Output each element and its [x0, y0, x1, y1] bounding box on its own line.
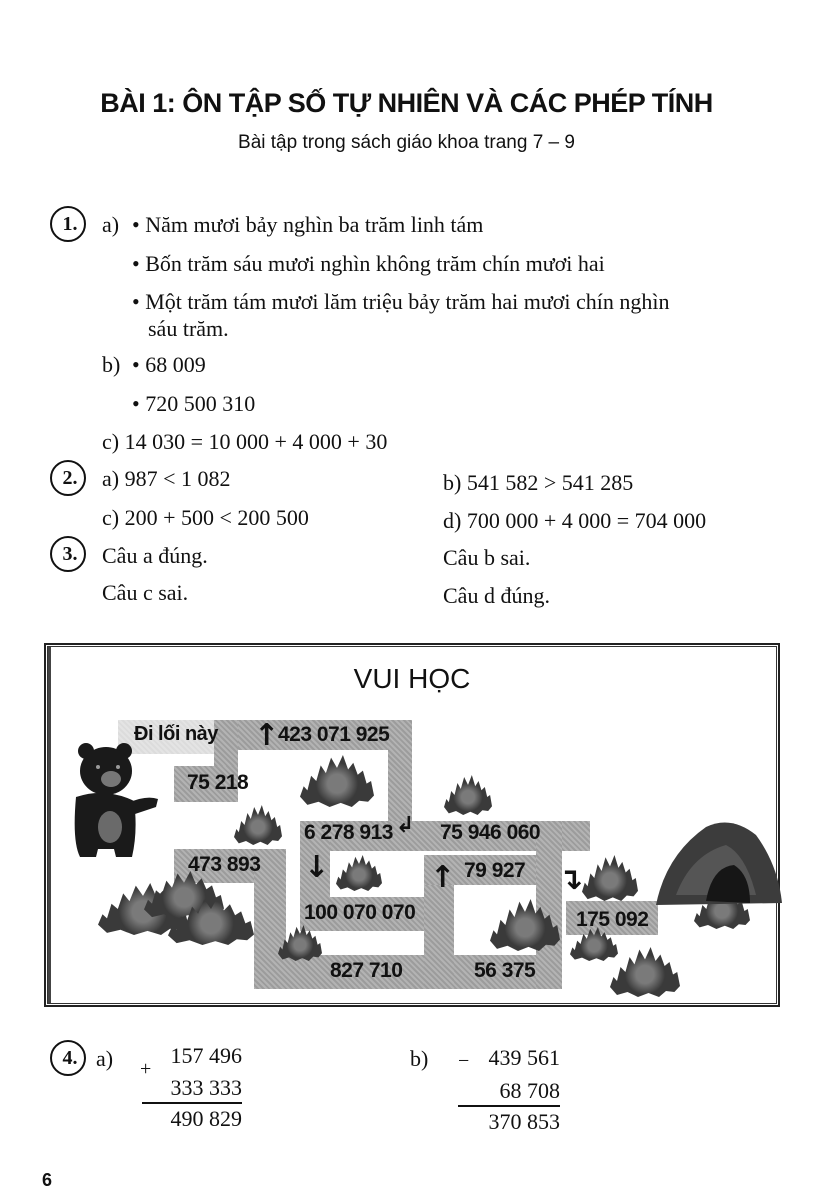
exercise-2a: a) 987 < 1 082 [102, 466, 231, 491]
page-title: BÀI 1: ÔN TẬP SỐ TỰ NHIÊN VÀ CÁC PHÉP TÍ… [100, 88, 713, 118]
bush-icon [336, 855, 382, 891]
maze-number-100070070[interactable]: 100 070 070 [304, 901, 416, 924]
bush-icon [444, 775, 492, 815]
maze-number-79927[interactable]: 79 927 [464, 859, 526, 882]
exercise-2-number: 2. [50, 460, 86, 496]
maze-number-6278913[interactable]: 6 278 913 [304, 821, 393, 844]
exercise-1-number: 1. [50, 206, 86, 242]
exercise-4a-label: a) [96, 1046, 114, 1071]
maze-number-75218[interactable]: 75 218 [187, 771, 249, 794]
bush-icon [234, 805, 282, 845]
exercise-4b-label: b) [410, 1046, 429, 1071]
arrow-up-icon: ↑ [254, 718, 280, 753]
maze-path-top [214, 720, 412, 750]
arrow-turn-left-icon: ↲ [396, 813, 415, 838]
exercise-1a-item-3-cont: sáu trăm. [148, 316, 229, 341]
bush-icon [582, 855, 638, 901]
exercise-4b-bottom: 68 708 [499, 1078, 561, 1103]
maze-number-175092[interactable]: 175 092 [576, 908, 649, 931]
exercise-1a-item-1: • Năm mươi bảy nghìn ba trăm linh tám [132, 212, 484, 237]
exercise-1a-item-2: • Bốn trăm sáu mươi nghìn không trăm chí… [132, 251, 605, 276]
minus-sign: − [458, 1050, 470, 1072]
exercise-4b-rule [458, 1105, 560, 1107]
exercise-4b-result: 370 853 [488, 1109, 561, 1134]
vui-hoc-title: VUI HỌC [353, 663, 471, 694]
plus-sign: + [140, 1058, 152, 1080]
exercise-4-number: 4. [50, 1040, 86, 1076]
maze-path-inner-right [536, 821, 562, 989]
maze-path-bottom [254, 955, 554, 989]
bush-icon [300, 755, 374, 807]
exercise-2d: d) 700 000 + 4 000 = 704 000 [443, 508, 707, 533]
arrow-up-icon: ↑ [430, 860, 456, 895]
maze-number-56375[interactable]: 56 375 [474, 959, 536, 982]
maze-path-hint [118, 720, 228, 754]
exercise-1b-item-2: • 720 500 310 [132, 391, 256, 416]
exercise-4b-top: 439 561 [488, 1045, 561, 1070]
exercise-4a-rule [142, 1102, 242, 1104]
maze-path-79927 [424, 855, 552, 885]
exercise-1b-label: b) [102, 352, 121, 377]
bush-icon [610, 947, 680, 997]
maze-hint-label: Đi lối này [134, 723, 218, 745]
page-subtitle: Bài tập trong sách giáo khoa trang 7 – 9 [238, 132, 575, 153]
arrow-down-icon: ↓ [304, 850, 330, 885]
maze-path-75218 [174, 766, 238, 802]
exercise-3c: Câu c sai. [102, 580, 189, 605]
arrow-turn-down-icon: ↴ [558, 862, 584, 897]
maze-path-175092 [566, 901, 658, 935]
exercise-3d: Câu d đúng. [443, 583, 550, 608]
exercise-1b-item-1: • 68 009 [132, 352, 206, 377]
maze-number-423071925[interactable]: 423 071 925 [278, 723, 390, 746]
exercise-2b: b) 541 582 > 541 285 [443, 470, 634, 495]
vui-hoc-box: VUI HỌC Đi lối này ↑ 423 071 925 75 218 … [44, 643, 782, 1007]
exercise-4a-bottom: 333 333 [170, 1075, 243, 1100]
exercise-1a-item-3: • Một trăm tám mươi lăm triệu bảy trăm h… [132, 289, 670, 314]
bear-icon [74, 743, 158, 857]
exercise-4a-result: 490 829 [170, 1106, 243, 1131]
maze-number-75946060[interactable]: 75 946 060 [440, 821, 541, 844]
page-number: 6 [42, 1170, 53, 1190]
maze-number-827710[interactable]: 827 710 [330, 959, 403, 982]
exercise-2c: c) 200 + 500 < 200 500 [102, 505, 309, 530]
exercise-1c: c) 14 030 = 10 000 + 4 000 + 30 [102, 429, 388, 454]
exercise-3a: Câu a đúng. [102, 543, 208, 568]
cave-icon [656, 822, 782, 905]
exercise-3b: Câu b sai. [443, 545, 531, 570]
exercise-4a-top: 157 496 [170, 1043, 243, 1068]
exercise-3-number: 3. [50, 536, 86, 572]
maze-number-473893[interactable]: 473 893 [188, 853, 261, 876]
maze-path-100070070 [300, 897, 424, 931]
exercise-1a-label: a) [102, 212, 120, 237]
